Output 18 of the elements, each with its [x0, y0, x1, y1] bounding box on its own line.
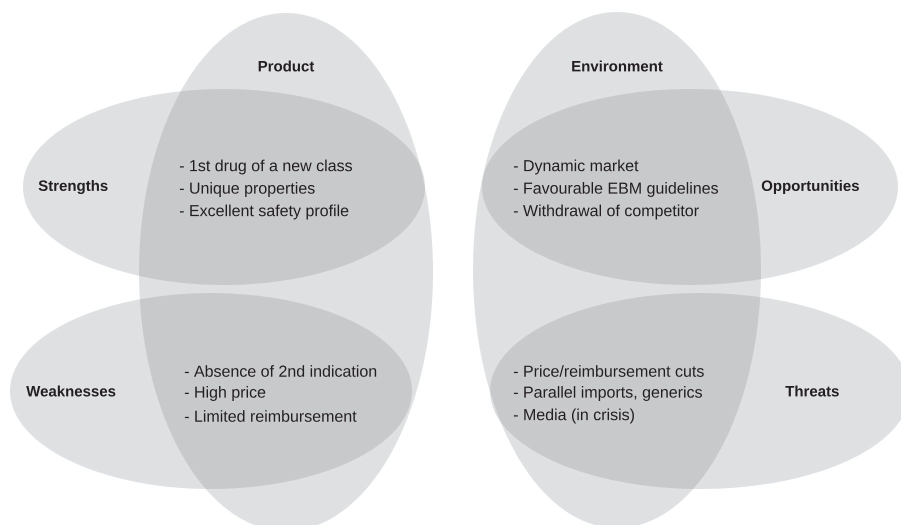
bullet-item: - Limited reimbursement: [184, 410, 357, 422]
heading: Opportunities: [762, 180, 859, 194]
heading: Weaknesses: [26, 386, 116, 396]
heading: Threats: [785, 386, 839, 396]
bullet-item: - Favourable EBM guidelines: [514, 182, 718, 197]
bullet-item: - Unique properties: [180, 182, 315, 197]
bullet-item: - Absence of 2nd indication: [184, 365, 376, 377]
bullet-item: - Excellent safety profile: [180, 204, 348, 220]
bullet-item: - Withdrawal of competitor: [514, 204, 699, 220]
bullet-item: - Media (in crisis): [514, 408, 634, 424]
heading: Environment: [572, 60, 663, 72]
bullet-item: - 1st drug of a new class: [180, 160, 352, 174]
bullet-item: - Dynamic market: [514, 160, 638, 174]
bullet-item: - Price/reimbursement cuts: [514, 365, 704, 377]
heading: Strengths: [38, 180, 108, 194]
heading: Product: [258, 60, 314, 72]
bullet-item: - High price: [184, 386, 266, 401]
bullet-item: - Parallel imports, generics: [514, 386, 702, 401]
